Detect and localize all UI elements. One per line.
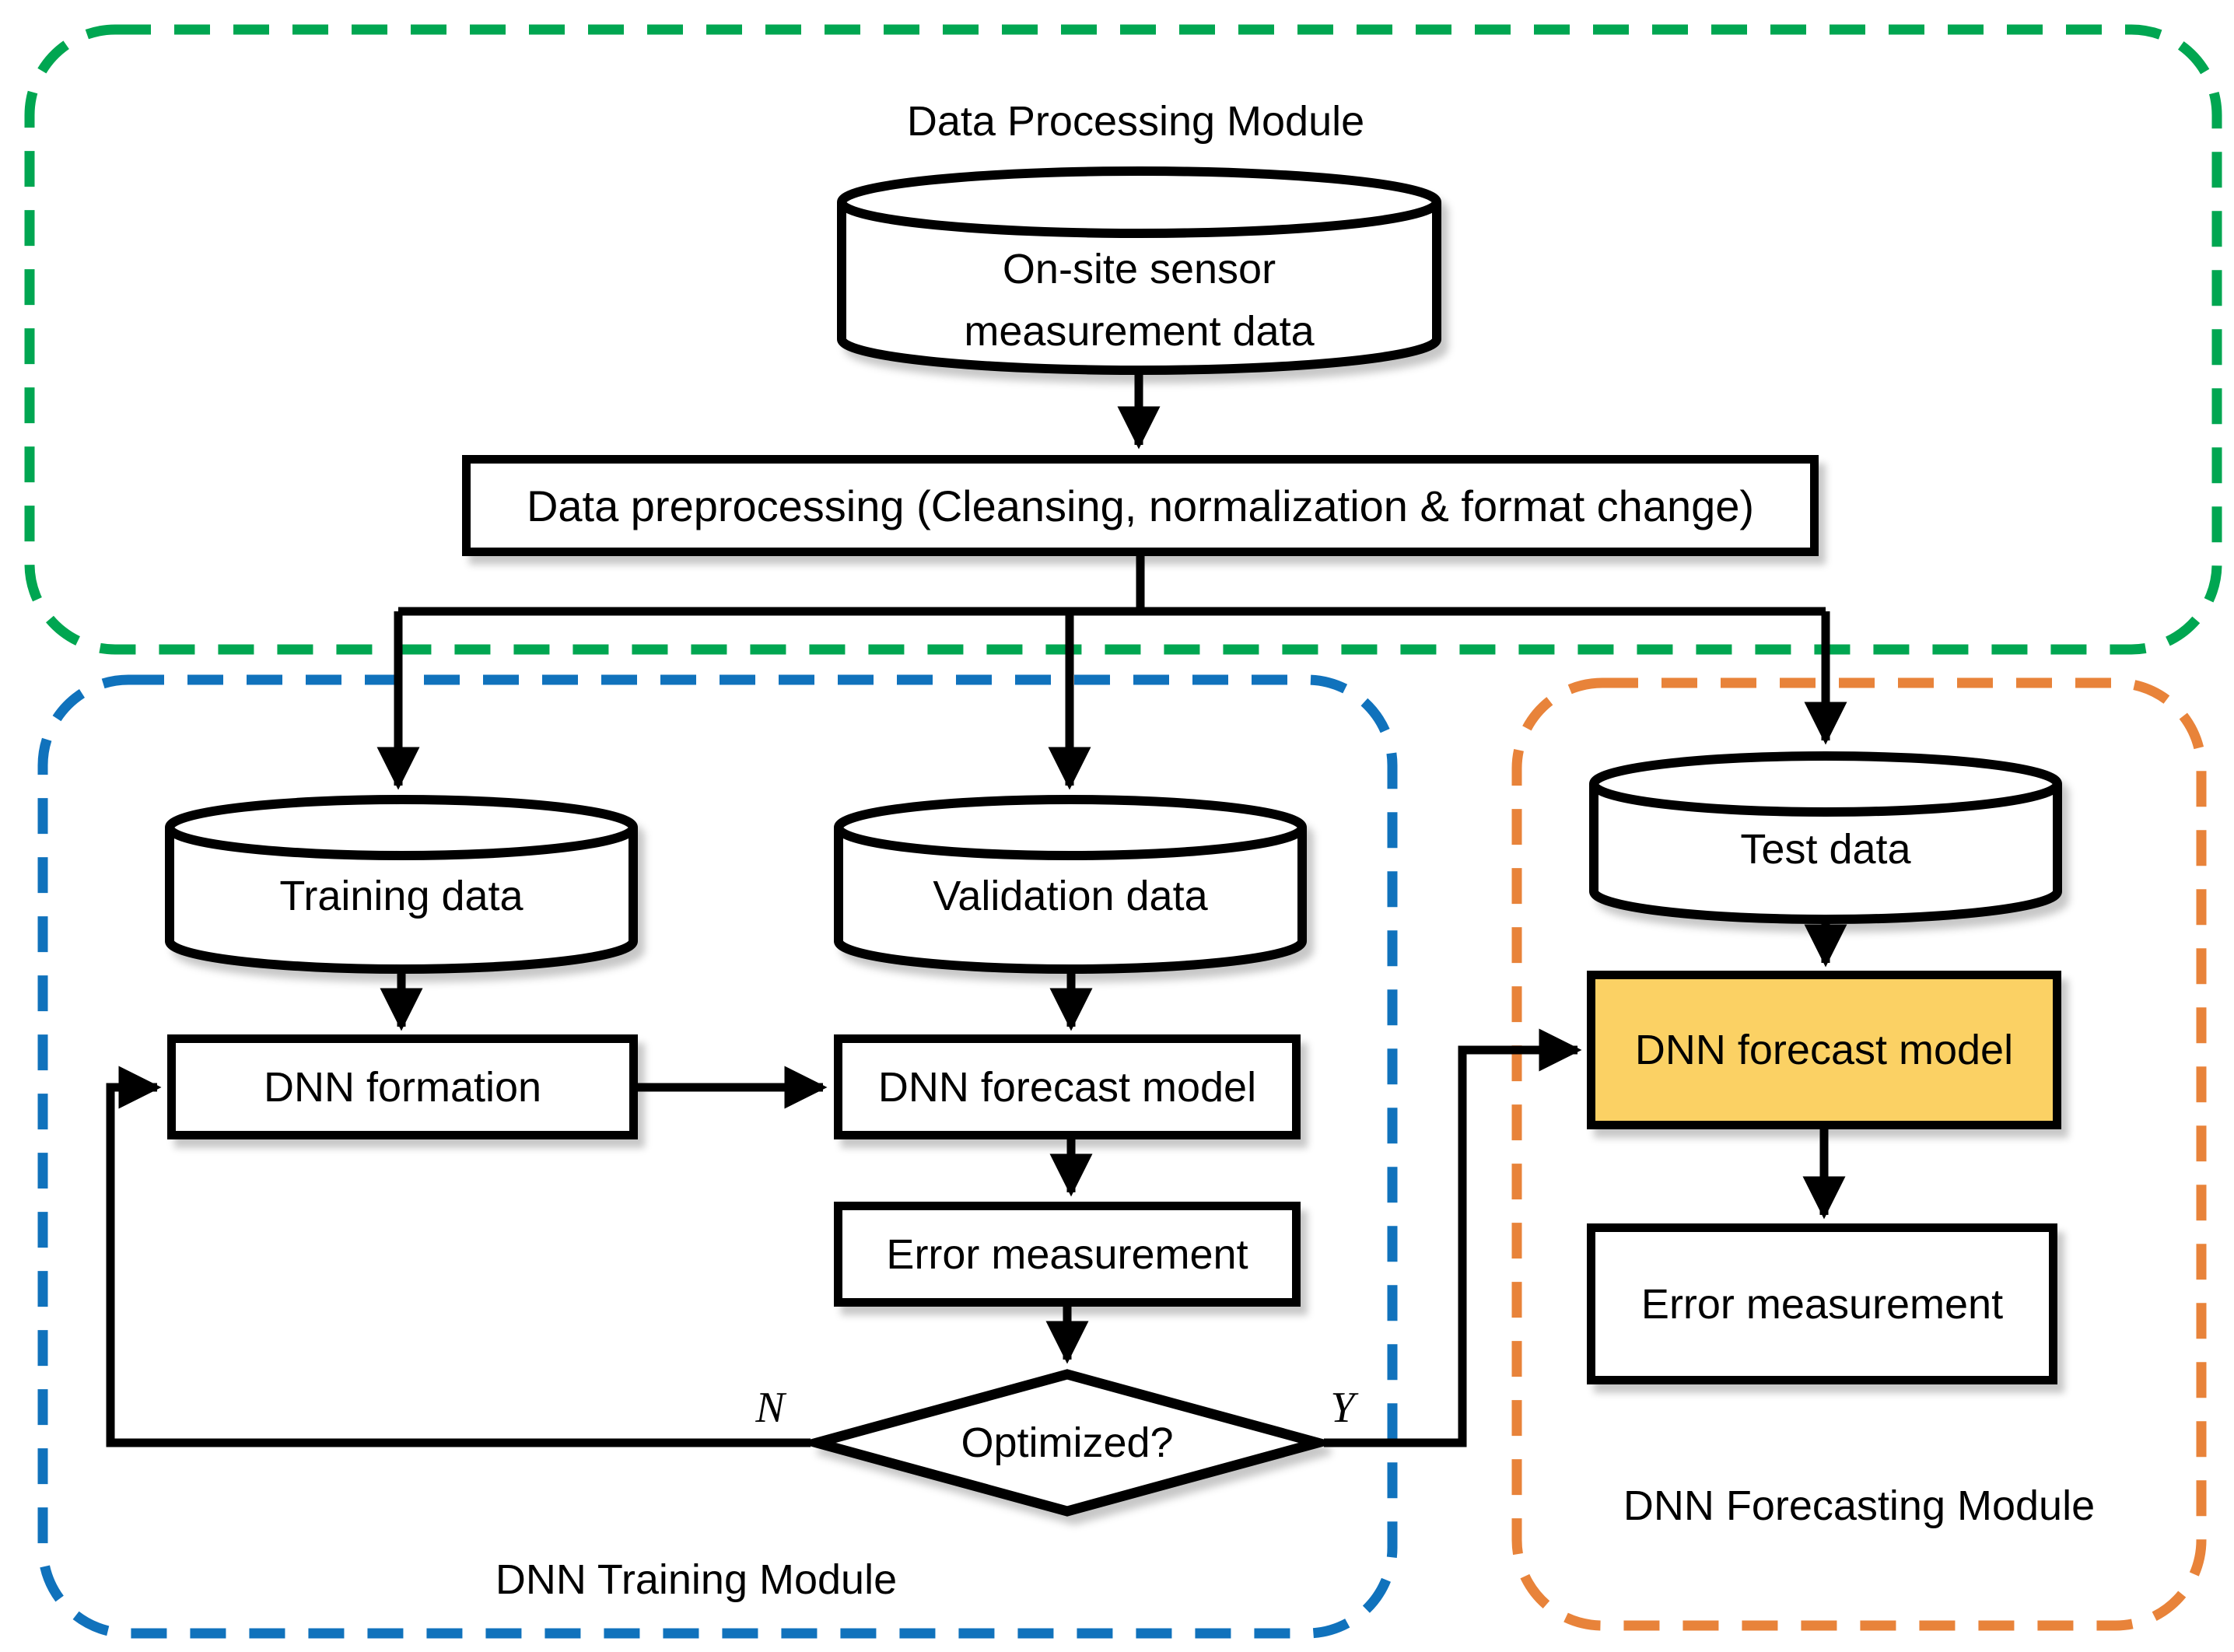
dnn-training-module-frame bbox=[37, 674, 1398, 1639]
feedback-loop-n bbox=[106, 1066, 811, 1447]
decision-diamond-icon bbox=[811, 1369, 1324, 1517]
database-cylinder-icon bbox=[1589, 751, 2062, 924]
test-data-node: Test data bbox=[1589, 751, 2062, 924]
dnn-forecast-model-test-step: DNN forecast model bbox=[1587, 971, 2061, 1129]
database-cylinder-icon bbox=[165, 795, 638, 974]
dnn-forecast-model-training-step: DNN forecast model bbox=[834, 1034, 1301, 1139]
sensor-db-label: On-site sensor measurement data bbox=[837, 238, 1441, 362]
data-processing-module-title: Data Processing Module bbox=[906, 98, 1365, 145]
dnn-formation-step: DNN formation bbox=[167, 1034, 638, 1139]
error-measurement-training-step: Error measurement bbox=[834, 1202, 1301, 1307]
error-measurement-test-step: Error measurement bbox=[1587, 1223, 2057, 1384]
optimized-decision-label: Optimized? bbox=[961, 1419, 1174, 1466]
sensor-db-label-line1: On-site sensor bbox=[1002, 246, 1276, 292]
training-data-node: Training data bbox=[165, 795, 638, 974]
dnn-forecasting-module-frame bbox=[1511, 677, 2207, 1631]
validation-data-node: Validation data bbox=[834, 795, 1307, 974]
dnn-training-module-title: DNN Training Module bbox=[495, 1556, 898, 1603]
preprocessing-step: Data preprocessing (Cleansing, normaliza… bbox=[462, 455, 1819, 556]
data-processing-module-frame bbox=[24, 24, 2222, 655]
dnn-forecasting-module-title: DNN Forecasting Module bbox=[1623, 1482, 2096, 1529]
optimized-decision-node: Optimized? bbox=[811, 1369, 1324, 1517]
sensor-db-label-line2: measurement data bbox=[964, 308, 1315, 355]
sensor-database-node: On-site sensor measurement data bbox=[837, 166, 1441, 375]
decision-branch-no-label: N bbox=[755, 1384, 785, 1432]
decision-branch-yes-label: Y bbox=[1330, 1384, 1355, 1432]
training-data-label: Training data bbox=[279, 873, 523, 919]
test-data-label: Test data bbox=[1740, 826, 1911, 873]
branch-y-to-forecast-model bbox=[1324, 1028, 1582, 1447]
connector-group bbox=[106, 375, 1847, 1447]
database-cylinder-icon bbox=[834, 795, 1307, 974]
validation-data-label: Validation data bbox=[933, 873, 1208, 919]
database-cylinder-icon bbox=[837, 166, 1441, 375]
